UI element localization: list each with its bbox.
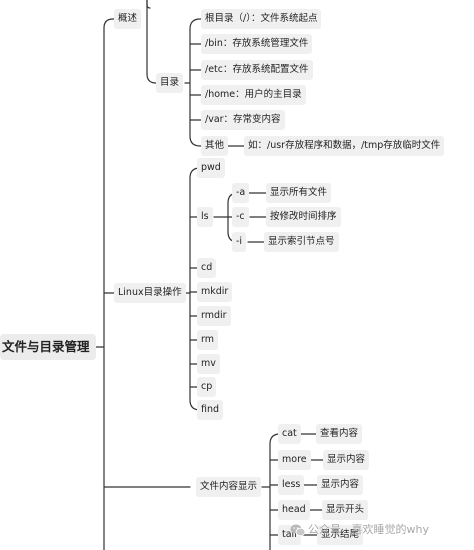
cmd-more-desc[interactable]: 显示内容 — [323, 450, 370, 470]
cmd-mv[interactable]: mv — [197, 354, 220, 374]
ls-flag-a-desc[interactable]: 显示所有文件 — [266, 183, 332, 203]
cmd-less-desc[interactable]: 显示内容 — [317, 475, 364, 495]
root-node[interactable]: 文件与目录管理 — [0, 334, 96, 360]
directory-node[interactable]: 目录 — [156, 73, 184, 93]
file-view-node[interactable]: 文件内容显示 — [196, 477, 262, 497]
dir-item-etc[interactable]: /etc：存放系统配置文件 — [201, 60, 313, 80]
cmd-pwd[interactable]: pwd — [197, 158, 225, 178]
dir-item-var[interactable]: /var：存常变内容 — [201, 110, 285, 130]
dir-item-bin[interactable]: /bin：存放系统管理文件 — [201, 34, 313, 54]
ls-flag-c-desc[interactable]: 按修改时间排序 — [266, 207, 341, 227]
overview-node[interactable]: 概述 — [114, 9, 142, 29]
cmd-mkdir[interactable]: mkdir — [197, 282, 233, 302]
cmd-cat[interactable]: cat — [278, 424, 301, 444]
ls-flag-a[interactable]: -a — [232, 183, 250, 203]
cmd-more[interactable]: more — [278, 450, 311, 470]
dir-item-root[interactable]: 根目录（/）：文件系统起点 — [201, 9, 322, 29]
wechat-icon — [290, 524, 306, 537]
watermark-text: 公众号 · 喜欢睡觉的why — [308, 523, 429, 536]
cmd-less[interactable]: less — [278, 475, 305, 495]
linux-ops-node[interactable]: Linux目录操作 — [114, 283, 186, 303]
ls-flag-c[interactable]: -c — [232, 207, 249, 227]
ls-flag-i-desc[interactable]: 显示索引节点号 — [264, 232, 339, 252]
cmd-ls[interactable]: ls — [197, 207, 213, 227]
cmd-find[interactable]: find — [197, 400, 224, 420]
cmd-head-desc[interactable]: 显示开头 — [322, 500, 369, 520]
cmd-head[interactable]: head — [278, 500, 310, 520]
cmd-rm[interactable]: rm — [197, 330, 218, 350]
cmd-cp[interactable]: cp — [197, 377, 217, 397]
cmd-cat-desc[interactable]: 查看内容 — [316, 424, 363, 444]
ls-flag-i[interactable]: -i — [232, 232, 247, 252]
cmd-tail-desc[interactable]: 显示结尾 — [317, 525, 364, 545]
dir-item-other[interactable]: 其他 — [201, 136, 229, 156]
dir-item-home[interactable]: /home：用户的主目录 — [201, 85, 306, 105]
dir-item-other-note[interactable]: 如：/usr存放程序和数据，/tmp存放临时文件 — [244, 136, 445, 156]
cmd-cd[interactable]: cd — [197, 258, 217, 278]
cmd-rmdir[interactable]: rmdir — [197, 306, 231, 326]
